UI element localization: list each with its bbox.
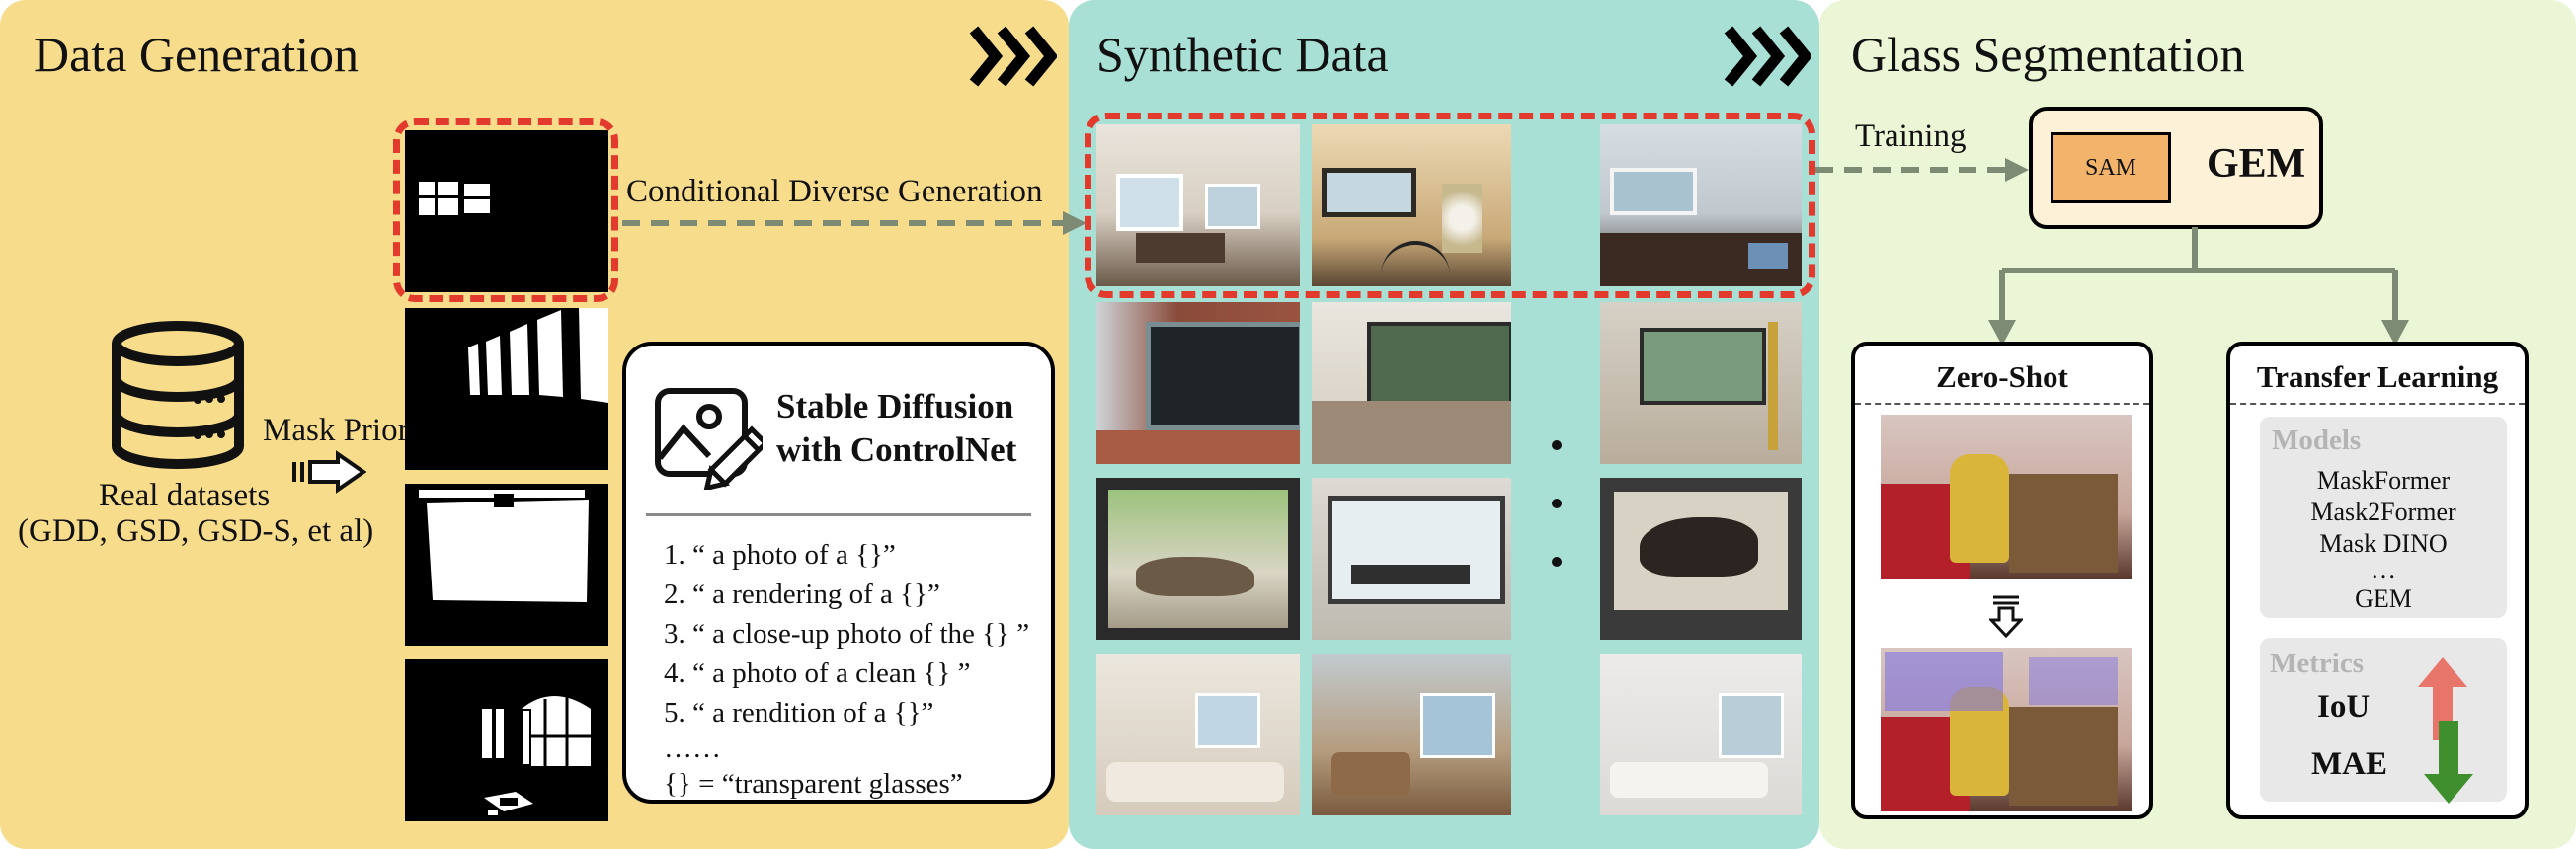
glass-mask-image	[405, 308, 608, 470]
divider	[2230, 403, 2525, 405]
double-arrow-right-icon	[292, 450, 367, 494]
prompt-item: 5. “ a rendition of a {}”	[664, 697, 934, 729]
conditional-generation-label: Conditional Diverse Generation	[626, 174, 1043, 209]
diffusion-title-line2: with ControlNet	[776, 430, 1017, 469]
metric-mae: MAE	[2311, 746, 2387, 782]
gem-label: GEM	[2207, 141, 2306, 187]
divider	[646, 513, 1031, 516]
prompt-item: 2. “ a rendering of a {}”	[664, 579, 940, 610]
synthetic-image	[1096, 654, 1300, 815]
synthetic-image	[1600, 302, 1802, 464]
prompt-item: 1. “ a photo of a {}”	[664, 539, 896, 571]
image-edit-icon	[655, 388, 763, 490]
glass-segmentation-title: Glass Segmentation	[1851, 27, 2245, 82]
transfer-learning-title: Transfer Learning	[2256, 359, 2499, 394]
synthetic-image	[1096, 302, 1300, 464]
datasets-label-line1: Real datasets	[99, 478, 271, 513]
glass-mask-image	[405, 484, 608, 646]
prompt-item: {} = “transparent glasses”	[664, 768, 963, 800]
divider	[1855, 403, 2149, 405]
glass-mask-image	[405, 130, 608, 292]
model-item: Mask DINO	[2319, 529, 2448, 558]
dashed-arrow-right-icon	[1815, 158, 2029, 182]
models-title: Models	[2272, 424, 2362, 456]
arrow-down-icon	[1989, 595, 2023, 638]
metrics-title: Metrics	[2270, 648, 2364, 679]
zero-shot-title: Zero-Shot	[1936, 359, 2068, 394]
model-item: MaskFormer	[2316, 466, 2451, 495]
model-item: …	[2371, 555, 2396, 583]
stable-diffusion-box: Stable Diffusion with ControlNet 1. “ a …	[622, 342, 1055, 804]
diffusion-title-line1: Stable Diffusion	[776, 387, 1014, 425]
arrow-up-icon	[2418, 657, 2467, 740]
branch-arrows	[1988, 227, 2409, 346]
ellipsis-dot	[1552, 440, 1562, 450]
data-generation-title: Data Generation	[34, 27, 360, 82]
zero-shot-box: Zero-Shot	[1851, 342, 2153, 819]
zero-shot-output-image	[1881, 648, 2132, 811]
prompt-item: ……	[664, 733, 721, 764]
synthetic-image	[1096, 478, 1300, 640]
selected-mask-highlight	[393, 118, 618, 302]
chevron-right-icon	[969, 26, 1057, 87]
sam-label: SAM	[2051, 132, 2171, 203]
prompt-item: 3. “ a close-up photo of the {} ”	[664, 618, 1030, 650]
selected-synthetic-highlight	[1085, 113, 1815, 298]
zero-shot-input-image	[1881, 415, 2132, 579]
synthetic-image	[1312, 654, 1511, 815]
mask-prior-label: Mask Prior	[263, 413, 409, 448]
synthetic-image	[1600, 478, 1802, 640]
synthetic-data-title: Synthetic Data	[1096, 27, 1389, 82]
datasets-label-line2: (GDD, GSD, GSD-S, et al)	[18, 513, 374, 549]
prompt-item: 4. “ a photo of a clean {} ”	[664, 657, 971, 689]
synthetic-image	[1312, 124, 1511, 286]
transfer-learning-box: Transfer Learning Models MaskFormer Mask…	[2226, 342, 2529, 819]
synthetic-image	[1312, 478, 1511, 640]
synthetic-image	[1096, 124, 1300, 286]
synthetic-image	[1312, 302, 1511, 464]
chevron-right-icon	[1724, 26, 1811, 87]
ellipsis-dot	[1552, 557, 1562, 567]
glass-mask-image	[405, 659, 608, 821]
gem-model-box: SAM GEM	[2029, 107, 2323, 229]
ellipsis-dot	[1552, 499, 1562, 508]
metric-iou: IoU	[2317, 689, 2371, 725]
synthetic-image	[1600, 124, 1802, 286]
dashed-arrow-right-icon	[622, 211, 1087, 235]
models-panel: Models MaskFormer Mask2Former Mask DINO …	[2260, 417, 2507, 618]
arrow-down-icon	[2424, 721, 2473, 804]
database-icon	[112, 321, 244, 469]
training-label: Training	[1855, 118, 1967, 154]
synthetic-image	[1600, 654, 1802, 815]
model-item: GEM	[2355, 584, 2412, 613]
metrics-panel: Metrics IoU MAE	[2260, 638, 2507, 804]
model-item: Mask2Former	[2310, 498, 2456, 526]
